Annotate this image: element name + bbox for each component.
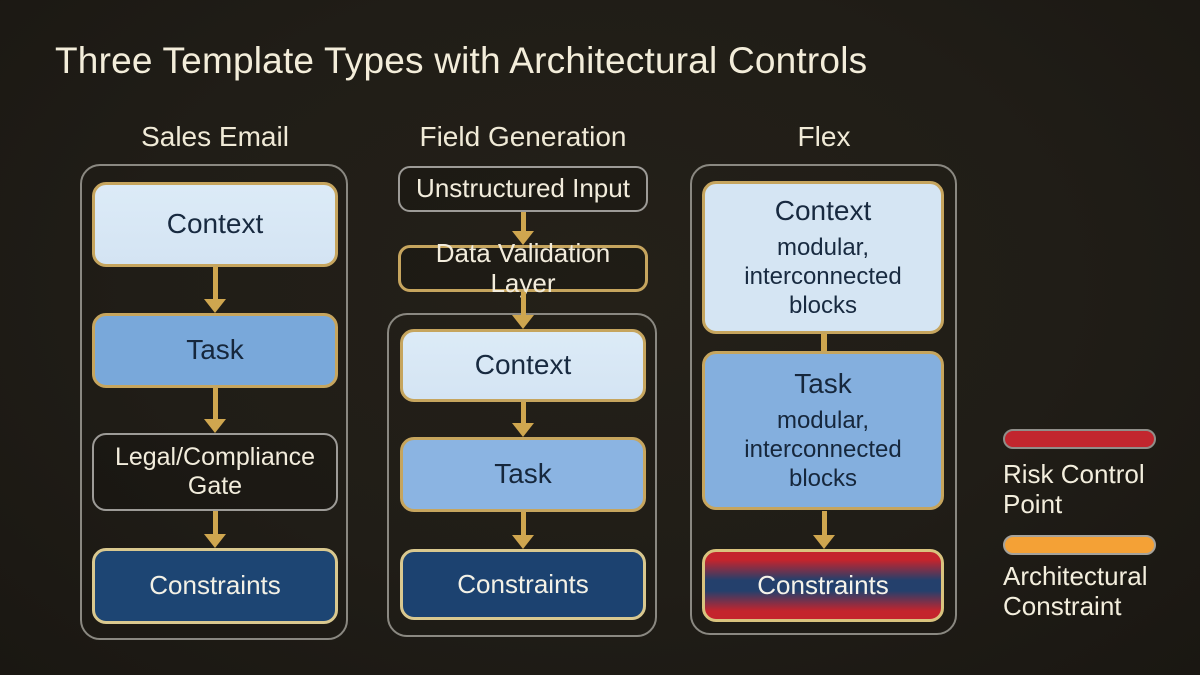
flex-constraints-box: Constraints <box>702 549 944 622</box>
sales-email-constraints-box: Constraints <box>92 548 338 624</box>
arrow-down-icon <box>813 511 835 549</box>
connector-line <box>821 334 827 351</box>
box-label: Task <box>794 367 852 399</box>
arrow-down-icon <box>204 267 226 313</box>
box-label: Task <box>186 334 244 366</box>
flex-task-box: Task modular, interconnected blocks <box>702 351 944 510</box>
field-generation-unstructured-input-box: Unstructured Input <box>398 166 648 212</box>
box-label: Context <box>774 194 872 226</box>
flex-template-container <box>690 164 957 635</box>
architectural-constraint-swatch-icon <box>1003 535 1156 555</box>
box-label: Context <box>474 349 572 381</box>
field-generation-context-box: Context <box>400 329 646 402</box>
sales-email-context-box: Context <box>92 182 338 267</box>
column-heading-sales-email: Sales Email <box>141 121 289 152</box>
box-sublabel: modular, interconnected blocks <box>744 233 902 320</box>
box-label: Constraints <box>457 568 589 599</box>
field-generation-data-validation-layer-box: Data Validation Layer <box>398 238 648 297</box>
arrow-down-icon <box>512 292 534 329</box>
arrow-down-icon <box>512 512 534 549</box>
arrow-down-icon <box>204 388 226 433</box>
box-label: Legal/Compliance Gate <box>114 443 316 500</box>
box-sublabel: modular, interconnected blocks <box>744 406 902 493</box>
sales-email-template-container <box>80 164 348 640</box>
box-label: Constraints <box>757 569 889 600</box>
column-heading-field-generation: Field Generation <box>419 121 627 152</box>
arrow-down-icon <box>204 511 226 548</box>
box-label: Task <box>494 458 552 490</box>
flex-context-box: Context modular, interconnected blocks <box>702 181 944 334</box>
sales-email-legal-compliance-gate-box: Legal/Compliance Gate <box>92 433 338 511</box>
page-title: Three Template Types with Architectural … <box>55 40 868 81</box>
arrow-down-icon <box>512 402 534 437</box>
field-generation-task-box: Task <box>400 437 646 512</box>
risk-control-point-label: Risk Control Point <box>1003 459 1145 519</box>
field-generation-constraints-box: Constraints <box>400 549 646 620</box>
box-label: Constraints <box>149 570 281 601</box>
architectural-constraint-label: Architectural Constraint <box>1003 561 1148 621</box>
box-label: Data Validation Layer <box>435 237 611 298</box>
sales-email-task-box: Task <box>92 313 338 388</box>
column-heading-flex: Flex <box>797 121 851 152</box>
box-label: Context <box>166 208 264 240</box>
box-label: Unstructured Input <box>416 173 630 204</box>
arrow-down-icon <box>512 212 534 245</box>
risk-control-point-swatch-icon <box>1003 429 1156 449</box>
